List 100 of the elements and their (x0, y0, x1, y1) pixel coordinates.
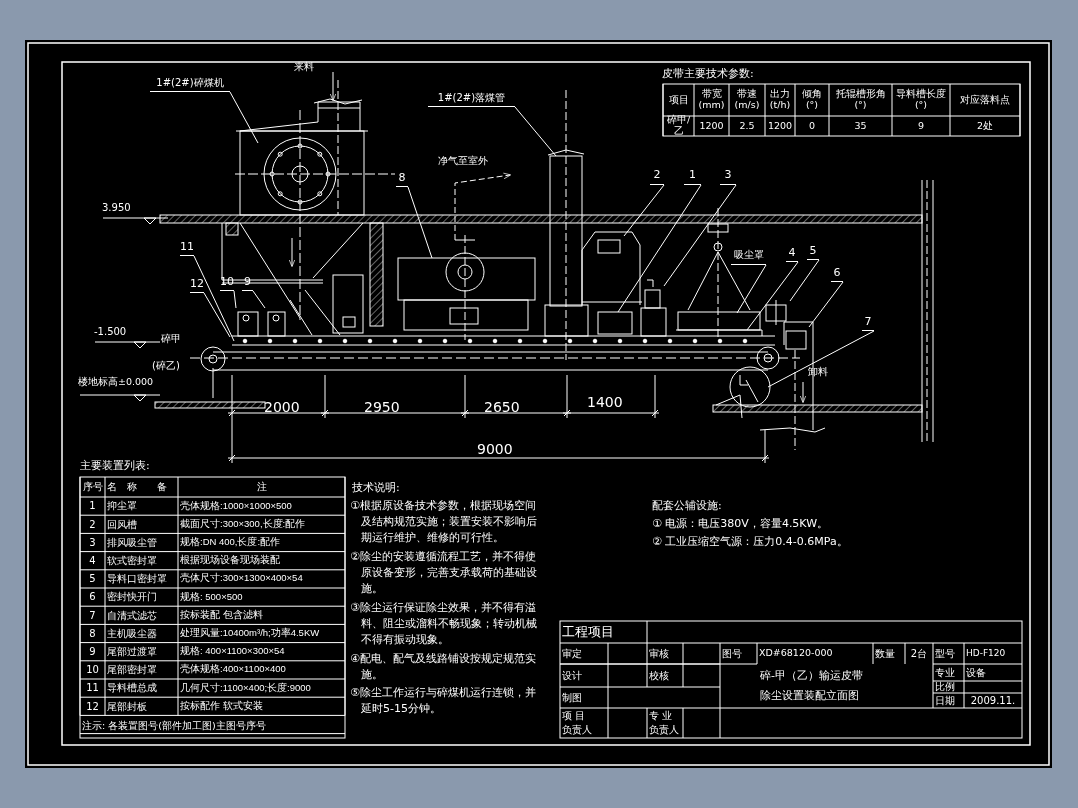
table-text: 回风槽 (106, 517, 138, 532)
table-text: 专业 (934, 665, 956, 680)
table-text: 0 (807, 118, 816, 133)
notes-heading: 配套公辅设施: (651, 498, 723, 514)
technical-note: ②除尘的安装遵循流程工艺，并不得使原设备变形，完善支承载荷的基础设施。 (350, 549, 538, 597)
table-text: 2009.11. (969, 693, 1017, 708)
table-text: 主机吸尘器 (106, 626, 158, 641)
table-header-text: 托辊槽形角 (°) (834, 87, 887, 112)
table-title: 皮带主要技术参数: (661, 66, 755, 82)
callout-number: 6 (831, 266, 843, 282)
notes-heading: 技术说明: (351, 480, 401, 496)
table-text: 制图 (561, 690, 583, 705)
table-text: 尾部过渡罩 (106, 644, 158, 659)
table-text: 35 (853, 118, 868, 133)
parts-spec-text: 截面尺寸:300×300,长度:配作 (179, 516, 307, 531)
dimension-label: 1400 (586, 393, 624, 411)
table-text: 比例 (934, 681, 956, 693)
table-text: 项 目 (561, 709, 587, 723)
callout-number: 3 (720, 168, 736, 185)
dimension-label: 2650 (483, 398, 521, 416)
callout-number: 12 (190, 277, 204, 293)
elevation-label: -1.500 (93, 325, 128, 339)
table-text: 设计 (561, 668, 583, 683)
table-text: XD#68120-000 (758, 646, 834, 661)
leader-line (623, 184, 665, 237)
callout-number: 11 (180, 240, 194, 256)
table-text: 负责人 (648, 723, 680, 737)
parts-spec-text: 规格: 400×1100×300×54 (179, 644, 286, 659)
leader-line (203, 292, 231, 338)
table-text: 专 业 (648, 709, 674, 723)
table-text: 日期 (934, 693, 956, 708)
table-text: 2 (88, 517, 97, 532)
table-text: 导料槽总成 (106, 681, 158, 696)
table-text: 1200 (698, 118, 725, 133)
table-header-text: 带宽 (mm) (697, 87, 726, 112)
drawing-title: 碎-甲（乙）输运皮带除尘设置装配立面图 (760, 668, 864, 704)
table-title: 主要装置列表: (79, 458, 151, 474)
table-text: 排风吸尘管 (106, 535, 158, 550)
table-text: 校核 (648, 668, 670, 683)
callout-number: 2 (650, 168, 664, 185)
leader-line (746, 261, 799, 331)
table-text: 自清式滤芯 (106, 608, 158, 623)
flow-label: 来料 (293, 60, 315, 73)
table-text: 碎甲/乙 (665, 116, 692, 136)
parts-spec-text: 壳体规格:400×1100×400 (179, 662, 287, 677)
table-text: 6 (88, 590, 97, 605)
table-text: 10 (85, 663, 100, 678)
table-text: 9 (916, 118, 925, 133)
table-text: 5 (88, 572, 97, 587)
flow-label: 卸料 (807, 365, 829, 378)
elevation-label: 楼地标高±0.000 (77, 375, 155, 389)
technical-note: ③除尘运行保证除尘效果，并不得有溢料、阻尘或溜料不畅现象；转动机械不得有振动现象。 (350, 600, 538, 648)
leader-line (789, 259, 820, 302)
table-text: 1 (88, 499, 97, 514)
elevation-label: 碎甲 (160, 332, 182, 346)
technical-note: ①根据原设备技术参数，根据现场空间及结构规范实施；装置安装不影响后期运行维护、维修的可行性。 (350, 498, 538, 546)
leader-line (736, 264, 767, 314)
utility-note: ② 工业压缩空气源：压力0.4-0.6MPa。 (651, 534, 849, 550)
table-header-text: 出力 (t/h) (768, 87, 792, 112)
dimension-label: 2950 (363, 398, 401, 416)
parts-spec-text: 壳体规格:1000×1000×500 (179, 498, 293, 513)
table-text: 3 (88, 535, 97, 550)
table-text: 工程项目 (561, 622, 615, 641)
technical-note: ⑤除尘工作运行与碎煤机运行连锁，并延时5-15分钟。 (350, 685, 537, 717)
dimension-label: 2000 (263, 398, 301, 416)
table-text: 1200 (766, 118, 794, 133)
table-text: HD-F120 (965, 647, 1007, 661)
parts-spec-text: 处理风量:10400m³/h;功率4.5KW (179, 626, 321, 640)
table-note: 注示: 各装置图号(部件加工图)主图号序号 (81, 719, 267, 734)
leader-line (663, 184, 737, 287)
leader-line (767, 330, 875, 388)
parts-spec-text: 按标配作 软式安装 (179, 698, 264, 713)
leader-line (252, 290, 266, 309)
dimension-label: 9000 (476, 440, 514, 458)
leader-line (229, 91, 259, 144)
table-header-text: 带速 (m/s) (733, 87, 761, 112)
leader-line (407, 186, 433, 259)
elevation-label: (碎乙) (151, 359, 181, 372)
table-text: 2.5 (738, 118, 756, 133)
parts-spec-text: 根据现场设备现场装配 (179, 553, 281, 568)
table-header-text: 导料槽长度 (°) (895, 87, 947, 112)
table-header-text: 序号 (81, 480, 104, 495)
callout-number: 5 (807, 244, 819, 260)
table-header-text: 注 (255, 480, 268, 495)
callout-number: 4 (786, 246, 798, 262)
callout-number: 7 (862, 315, 874, 331)
table-header-text: 项目 (667, 92, 690, 107)
parts-spec-text: 壳体尺寸:300×1300×400×54 (179, 571, 304, 586)
part-label: 1#(2#)碎煤机 (150, 77, 230, 92)
table-text: 2处 (975, 118, 994, 133)
table-text: 9 (88, 644, 97, 659)
callout-number: 1 (684, 168, 701, 185)
utility-note: ① 电源：电压380V，容量4.5KW。 (651, 516, 830, 532)
table-text: 尾部密封罩 (106, 663, 158, 678)
parts-spec-text: 几何尺寸:1100×400;长度:9000 (179, 680, 312, 695)
part-label: 吸尘罩 (731, 249, 766, 265)
table-text: 型号 (934, 646, 956, 661)
parts-spec-text: 规格:DN 400,长度:配作 (179, 535, 282, 549)
elevation-label: 3.950 (101, 201, 132, 215)
leader-line (233, 290, 237, 309)
